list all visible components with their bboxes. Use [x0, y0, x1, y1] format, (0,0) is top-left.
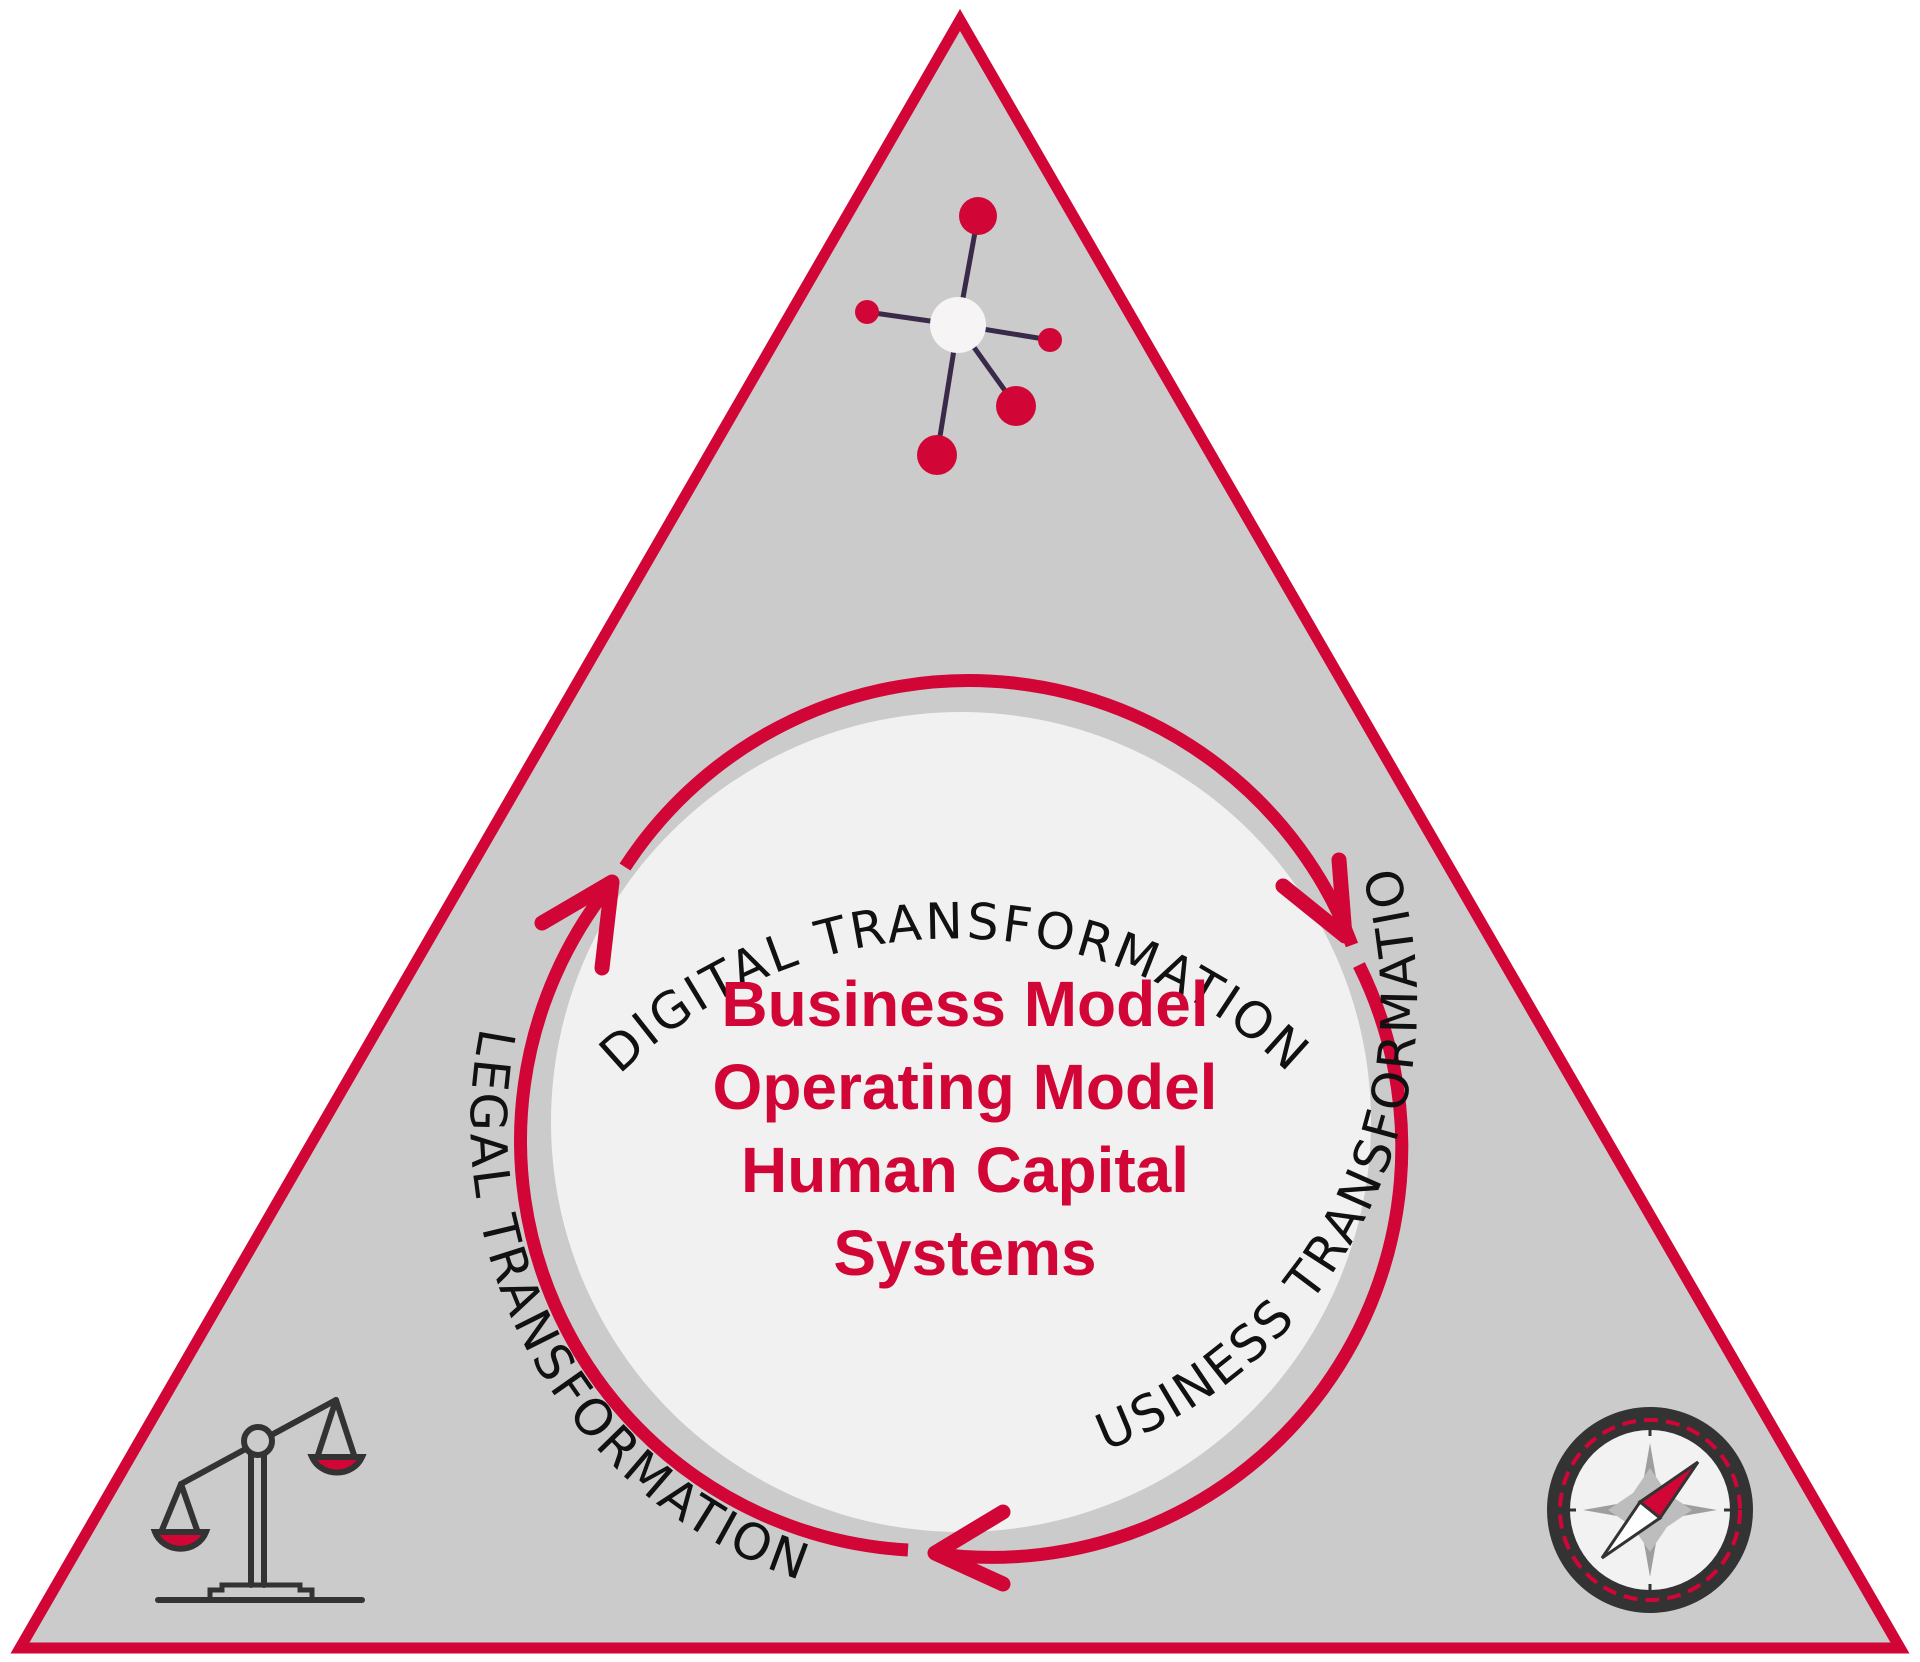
- arc-business: [931, 962, 1409, 1564]
- arrowhead-right: [1275, 852, 1353, 944]
- scales-of-justice-icon: [150, 1397, 367, 1603]
- center-line-3: Human Capital: [741, 1134, 1189, 1206]
- network-icon: [855, 197, 1062, 475]
- center-line-2: Operating Model: [713, 1051, 1218, 1123]
- compass-icon: [1547, 1407, 1753, 1613]
- cycle-arrows: [514, 674, 1409, 1564]
- arrowhead-bottom: [927, 1504, 1011, 1592]
- center-line-4: Systems: [833, 1217, 1096, 1289]
- center-text: Business Model Operating Model Human Cap…: [713, 968, 1218, 1289]
- center-circle: [551, 712, 1371, 1532]
- arrowhead-left: [534, 874, 620, 976]
- center-line-1: Business Model: [721, 968, 1208, 1040]
- arrowheads: [534, 852, 1353, 1592]
- arc-digital: [619, 674, 1359, 948]
- arc-legal: [514, 875, 909, 1557]
